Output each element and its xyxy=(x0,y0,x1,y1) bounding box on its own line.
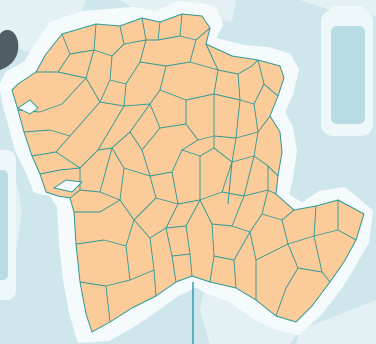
district-border xyxy=(231,189,269,233)
district-border xyxy=(149,99,187,129)
dark-object-top-left xyxy=(0,29,19,70)
map-landmass xyxy=(11,13,365,333)
small-lake xyxy=(17,99,39,115)
district-border xyxy=(159,69,219,101)
bottle-icon xyxy=(0,150,16,300)
district-border xyxy=(181,135,215,157)
district-border xyxy=(73,199,121,213)
district-border xyxy=(189,61,219,71)
background-shape-bottom-right xyxy=(296,300,376,344)
district-border xyxy=(233,259,237,289)
district-border xyxy=(133,203,179,239)
district-border xyxy=(185,93,215,141)
district-border xyxy=(267,189,277,195)
district-border xyxy=(313,235,323,273)
district-border xyxy=(123,103,151,107)
river-tributary xyxy=(227,161,233,205)
district-border xyxy=(275,267,299,317)
district-border xyxy=(337,229,357,241)
district-border xyxy=(139,39,197,67)
coastal-inlet xyxy=(52,179,83,193)
district-border xyxy=(171,255,177,283)
district-borders xyxy=(17,13,357,323)
district-border xyxy=(149,171,179,205)
district-border xyxy=(23,101,101,137)
district-border xyxy=(199,199,215,283)
district-border xyxy=(55,151,81,169)
district-border xyxy=(75,219,135,247)
district-border xyxy=(105,285,111,323)
district-border xyxy=(253,103,259,133)
district-border xyxy=(97,103,151,151)
district-border xyxy=(287,243,331,283)
jar-icon xyxy=(321,6,373,136)
